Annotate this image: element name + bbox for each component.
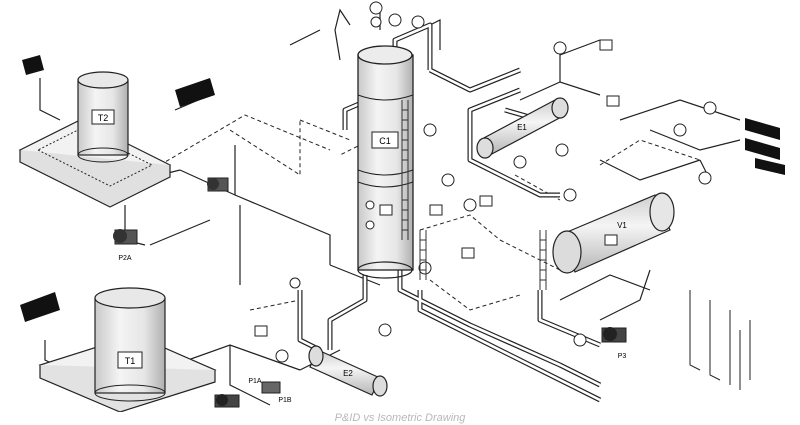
pump-p1b: P1B xyxy=(261,381,292,404)
pump-p3: P3 xyxy=(601,327,627,360)
label-e1: E1 xyxy=(517,123,527,132)
label-p1a: P1A xyxy=(248,378,262,385)
pump-p2a: P2A xyxy=(113,229,138,262)
isometric-diagram: T2 T1 C1 E1 V1 xyxy=(18,1,785,413)
caption: P&ID vs Isometric Drawing xyxy=(334,412,466,424)
pump-p2b xyxy=(207,177,229,192)
label-e2: E2 xyxy=(343,369,353,378)
label-p3: P3 xyxy=(618,353,627,360)
label-v1: V1 xyxy=(617,221,627,230)
label-t1: T1 xyxy=(125,356,136,366)
column-c1: C1 xyxy=(357,45,414,279)
label-c1: C1 xyxy=(379,136,391,146)
instrument-bubbles xyxy=(275,1,717,363)
label-p2a: P2A xyxy=(118,255,132,262)
pump-p1a: P1A xyxy=(214,378,262,408)
tank-t1: T1 xyxy=(38,287,217,413)
tag-arrows xyxy=(20,55,785,322)
tank-t2: T2 xyxy=(18,71,172,208)
utility-lines xyxy=(689,290,751,390)
label-t2: T2 xyxy=(98,113,109,123)
vessel-v1: V1 xyxy=(539,192,675,290)
instrument-boxes xyxy=(254,39,620,337)
label-p1b: P1B xyxy=(278,397,292,404)
thin-pipes xyxy=(39,5,741,406)
exchanger-e2: E2 xyxy=(308,345,388,397)
exchanger-e1: E1 xyxy=(476,97,569,159)
